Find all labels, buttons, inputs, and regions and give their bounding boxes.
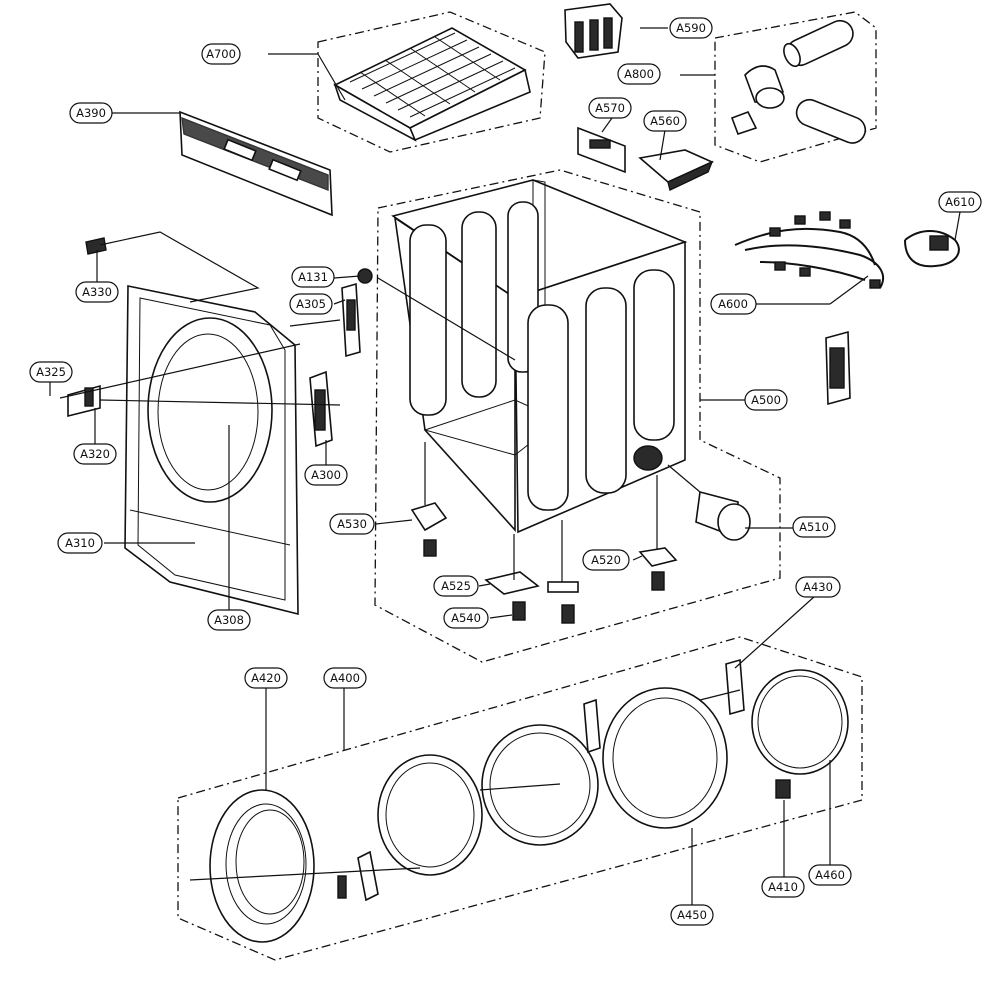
door-assembly-parts — [209, 658, 849, 943]
callout-A420: A420 — [244, 667, 288, 689]
a520-part — [638, 547, 678, 591]
callout-A325-label: A325 — [36, 365, 66, 379]
callout-A530: A530 — [329, 513, 375, 535]
callout-A520-label: A520 — [591, 553, 621, 567]
callout-A450: A450 — [670, 904, 714, 926]
callout-A610-label: A610 — [945, 195, 975, 209]
callout-A390-label: A390 — [76, 106, 106, 120]
callout-A300: A300 — [304, 464, 348, 486]
callout-A310: A310 — [57, 532, 103, 554]
callout-A460: A460 — [808, 864, 852, 886]
side-bracket-part — [825, 330, 851, 406]
callout-A540: A540 — [443, 607, 489, 629]
a330-part — [85, 237, 107, 255]
callout-A131: A131 — [291, 266, 335, 288]
callout-A131-label: A131 — [298, 270, 328, 284]
a570-part — [577, 126, 626, 174]
callout-A330-label: A330 — [82, 285, 112, 299]
a530-part — [410, 502, 448, 557]
callout-A420-label: A420 — [251, 671, 281, 685]
callout-A540-label: A540 — [451, 611, 481, 625]
front-panel-part — [124, 285, 299, 616]
callout-A400-label: A400 — [330, 671, 360, 685]
callout-A300-label: A300 — [311, 468, 341, 482]
a300-part — [309, 370, 333, 448]
door-group-outline — [177, 636, 863, 961]
a560-part — [638, 149, 714, 191]
callout-A570: A570 — [588, 97, 632, 119]
cabinet-group-outline — [374, 169, 781, 663]
callout-A600-label: A600 — [718, 297, 748, 311]
top-plate-group-outline — [317, 11, 546, 153]
callout-A525-label: A525 — [441, 579, 471, 593]
duct-group-outline — [714, 11, 877, 163]
callout-A570-label: A570 — [595, 101, 625, 115]
callout-A610: A610 — [938, 191, 982, 213]
callout-A320: A320 — [73, 443, 117, 465]
callout-A460-label: A460 — [815, 868, 845, 882]
callout-A390: A390 — [69, 102, 113, 124]
callout-A590: A590 — [669, 17, 713, 39]
exhaust-duct-part — [695, 490, 751, 541]
callout-A525: A525 — [433, 575, 479, 597]
callout-A560-label: A560 — [650, 114, 680, 128]
callout-A700: A700 — [201, 43, 241, 65]
callout-A800: A800 — [617, 63, 661, 85]
callout-A510: A510 — [792, 516, 836, 538]
switch-block-part — [564, 3, 623, 59]
a305-part — [341, 282, 361, 358]
callout-A308: A308 — [207, 609, 251, 631]
callout-A530-label: A530 — [337, 517, 367, 531]
callout-A430-label: A430 — [803, 580, 833, 594]
callout-A700-label: A700 — [206, 47, 236, 61]
a131-part — [357, 268, 373, 284]
callout-A310-label: A310 — [65, 536, 95, 550]
callout-A305: A305 — [289, 293, 333, 315]
callout-A600: A600 — [710, 293, 757, 315]
callout-A800-label: A800 — [624, 67, 654, 81]
callout-A320-label: A320 — [80, 447, 110, 461]
callout-A308-label: A308 — [214, 613, 244, 627]
callout-A410-label: A410 — [768, 880, 798, 894]
callout-A590-label: A590 — [676, 21, 706, 35]
callout-A560: A560 — [643, 110, 687, 132]
callout-A430: A430 — [795, 576, 841, 598]
cabinet-part — [391, 179, 688, 534]
callout-A330: A330 — [75, 281, 119, 303]
callout-A450-label: A450 — [677, 908, 707, 922]
a540-part — [512, 601, 575, 624]
callout-A325: A325 — [29, 361, 73, 383]
callout-A305-label: A305 — [296, 297, 326, 311]
callout-A510-label: A510 — [799, 520, 829, 534]
wire-harness-part — [734, 211, 960, 289]
callout-A520: A520 — [582, 549, 630, 571]
callout-A500-label: A500 — [751, 393, 781, 407]
callout-A400: A400 — [323, 667, 367, 689]
leader-lines — [49, 27, 961, 905]
callout-A410: A410 — [761, 876, 805, 898]
a320-part — [67, 384, 101, 418]
control-bracket-part — [179, 110, 333, 217]
a525-part — [484, 571, 579, 595]
top-plate-part — [333, 27, 531, 142]
callout-A500: A500 — [744, 389, 788, 411]
duct-hose-part — [730, 19, 867, 144]
